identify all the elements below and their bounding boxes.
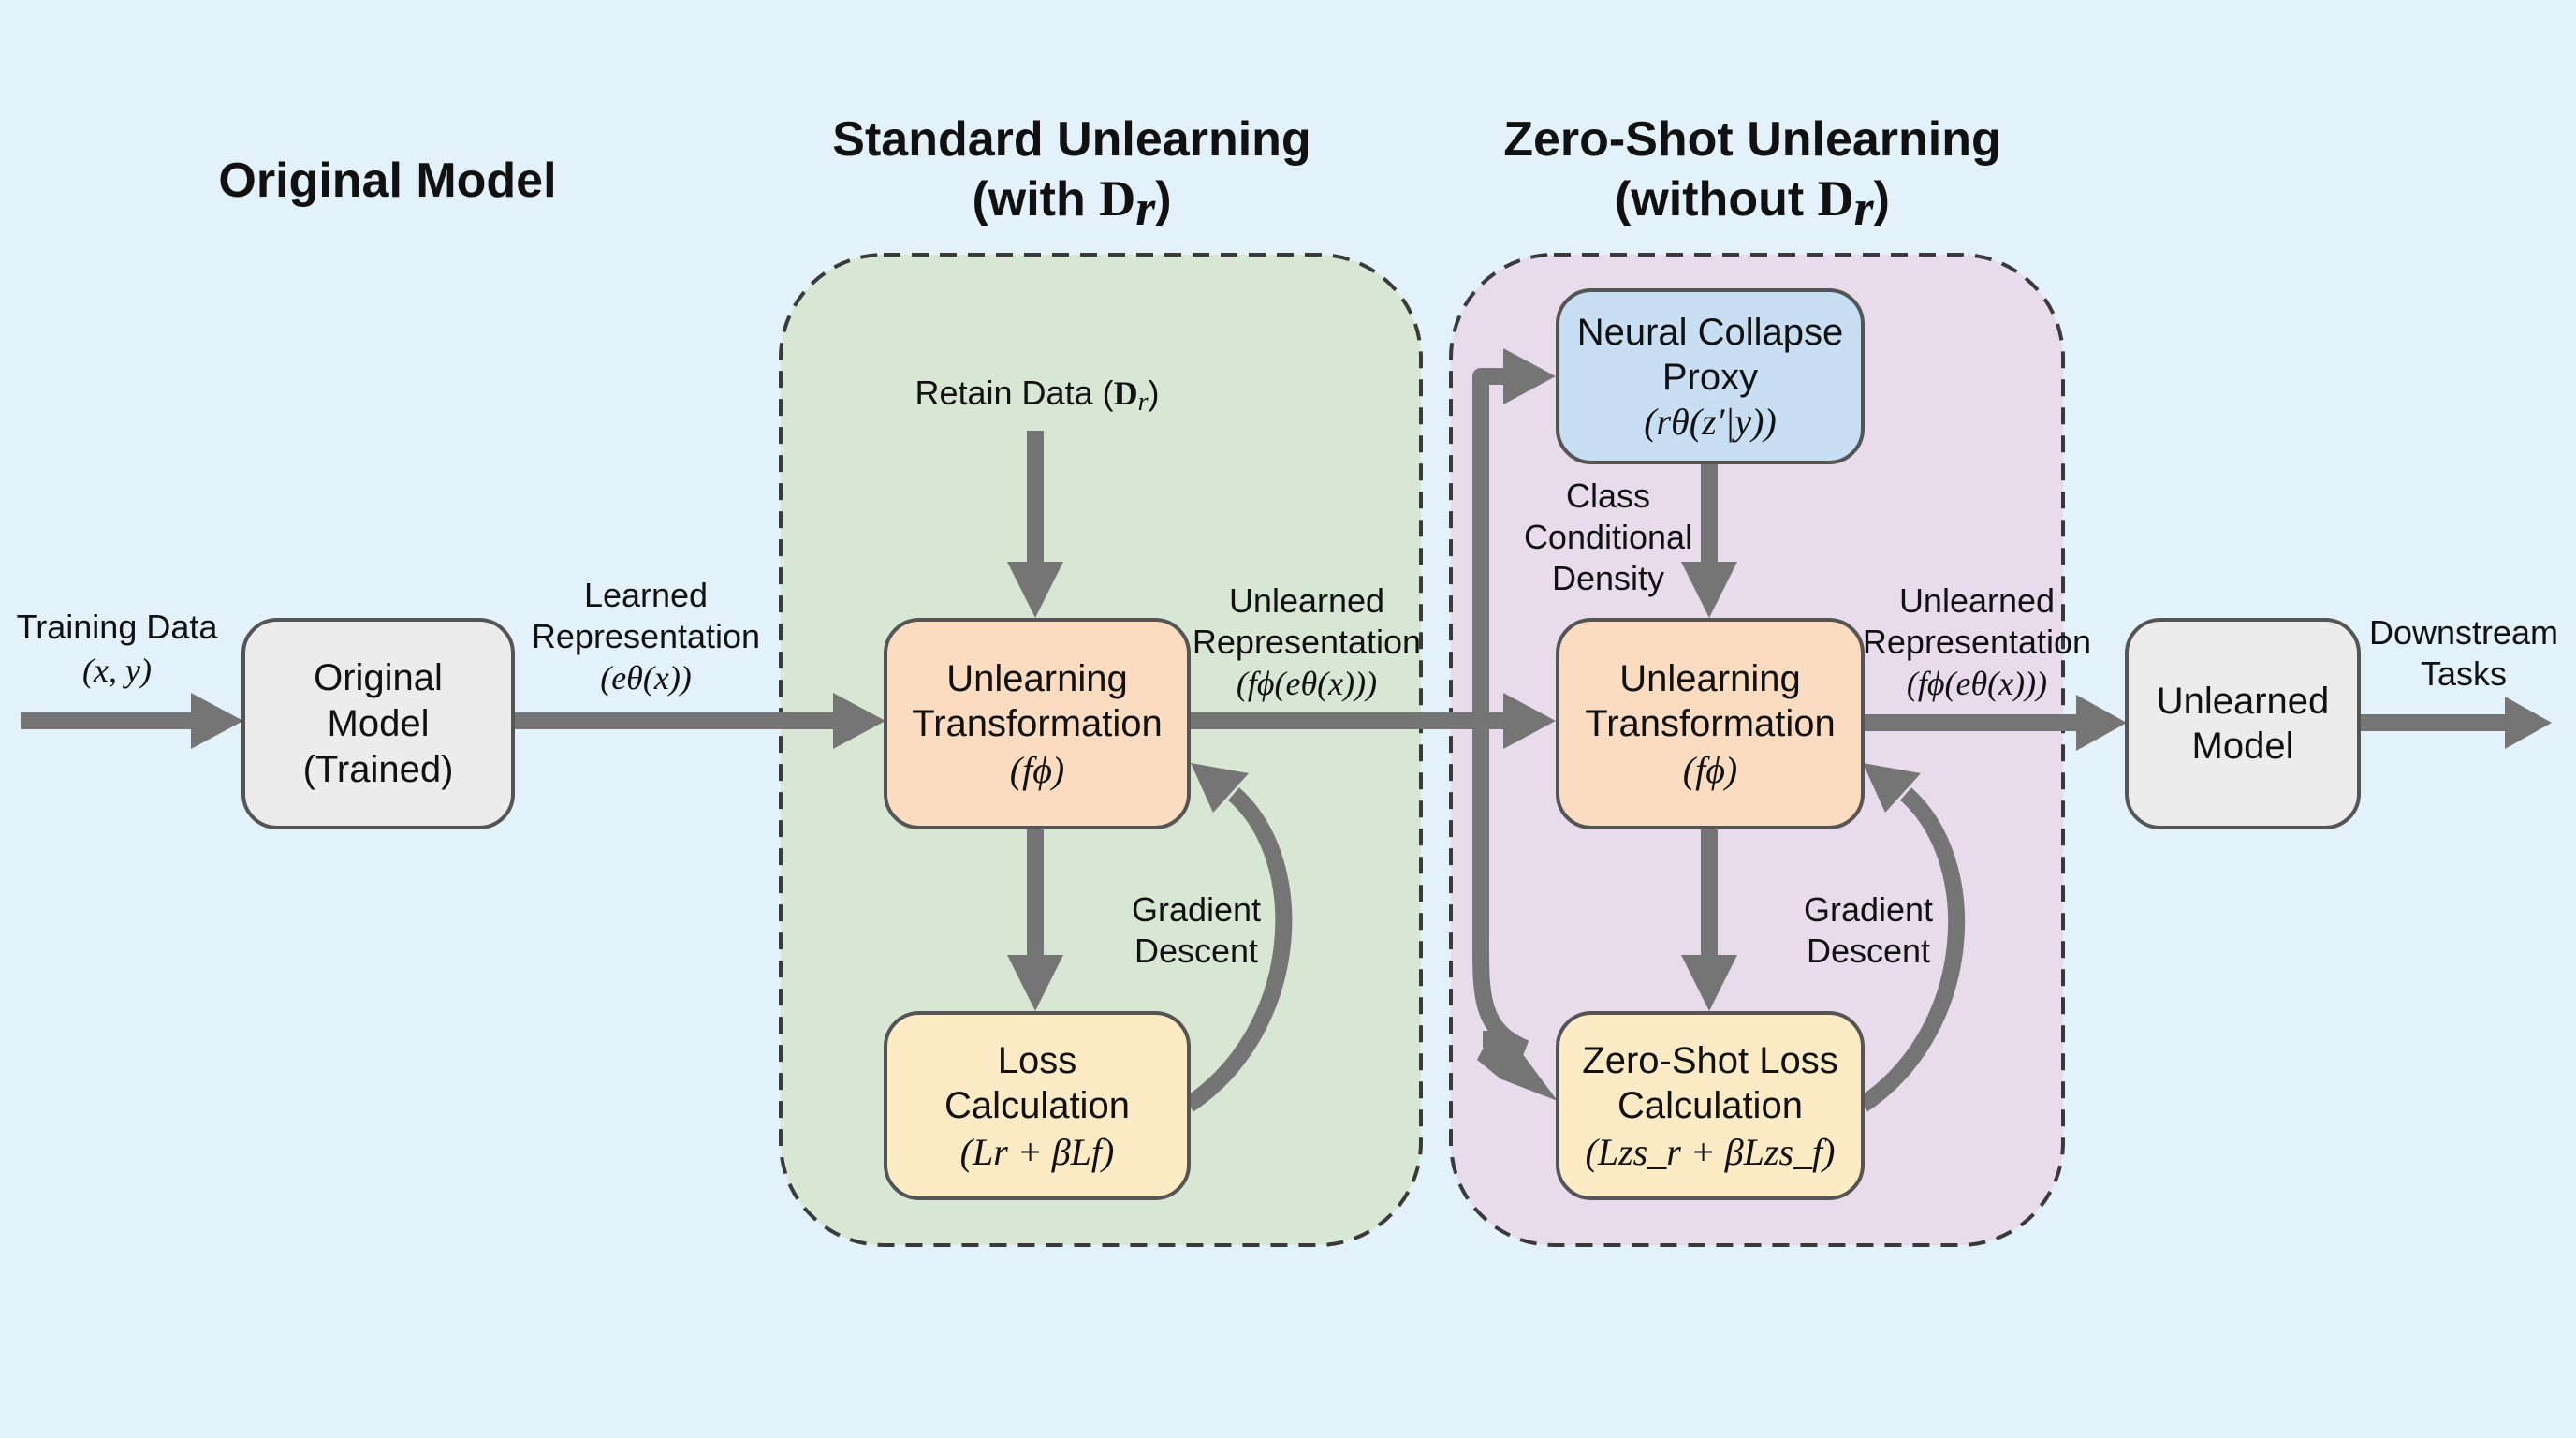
loss-zs-math: (Lzs_r + βLzs_f) [1586, 1131, 1836, 1173]
retain-data-text: Retain Data (Dr) [915, 374, 1159, 417]
arrow-original-to-unlearn-std [513, 693, 886, 749]
unlearned-rep-std-line2: Representation [1193, 623, 1421, 661]
unlearned-representation-zs-label: Unlearned Representation (fϕ(eθ(x))) [1863, 581, 2091, 702]
gradient-zs-line2: Descent [1807, 932, 1930, 970]
arrow-proxy-to-unlearn-zs [1681, 462, 1737, 618]
arrow-branch-to-proxy-and-loss [1471, 348, 1558, 1101]
class-cond-line3: Density [1552, 559, 1664, 597]
gradient-std-line2: Descent [1134, 932, 1258, 970]
arrow-gradient-descent-std [1184, 763, 1293, 1112]
loss-std-math: (Lr + βLf) [960, 1131, 1115, 1173]
original-model-line2: Model [328, 703, 430, 744]
unlearned-rep-std-math: (fϕ(eθ(x))) [1237, 665, 1377, 702]
standard-title-line1: Standard Unlearning [832, 112, 1310, 167]
loss-std-line2: Calculation [944, 1085, 1130, 1126]
arrow-gradient-descent-zs [1858, 763, 1966, 1112]
arrow-unlearn-zs-to-unlearned-model [1863, 695, 2127, 751]
nc-proxy-math: (rθ(z′|y)) [1644, 401, 1777, 443]
unlearn-zs-line2: Transformation [1585, 703, 1836, 744]
loss-zs-line2: Calculation [1617, 1085, 1803, 1126]
zeroshot-title-suffix: ) [1874, 172, 1890, 227]
downstream-line1: Downstream [2369, 613, 2558, 652]
learned-rep-line2: Representation [532, 617, 760, 655]
retain-data-suffix: ) [1149, 374, 1160, 412]
retain-data-label: Retain Data (Dr) [915, 374, 1159, 417]
standard-title-line2: (with Dr) [972, 170, 1171, 236]
unlearning-transformation-zs-box[interactable]: Unlearning Transformation (fϕ) [1556, 618, 1865, 829]
unlearning-transformation-std-box[interactable]: Unlearning Transformation (fϕ) [884, 618, 1191, 829]
zeroshot-title-sub: r [1854, 180, 1875, 236]
unlearn-std-line2: Transformation [912, 703, 1163, 744]
gradient-descent-std-label: Gradient Descent [1132, 890, 1261, 970]
downstream-line2: Tasks [2421, 654, 2507, 693]
standard-title-sub: r [1135, 180, 1156, 236]
unlearned-model-line1: Unlearned [2157, 681, 2330, 722]
unlearned-rep-zs-math: (fϕ(eθ(x))) [1907, 665, 2047, 702]
original-model-line1: Original [314, 657, 443, 698]
loss-zs-line1: Zero-Shot Loss [1582, 1040, 1837, 1081]
retain-data-sub: r [1138, 388, 1149, 417]
original-model-title: Original Model [218, 154, 556, 208]
unlearned-model-box[interactable]: Unlearned Model [2125, 618, 2361, 829]
unlearned-rep-std-line1: Unlearned [1229, 581, 1384, 620]
gradient-zs-line1: Gradient [1804, 890, 1933, 929]
loss-calculation-std-box[interactable]: Loss Calculation (Lr + βLf) [884, 1011, 1191, 1200]
unlearned-model-line2: Model [2192, 726, 2294, 767]
zeroshot-title-math: D [1818, 170, 1854, 227]
loss-std-line1: Loss [998, 1040, 1077, 1081]
class-conditional-density-label: Class Conditional Density [1524, 477, 1692, 597]
downstream-tasks-label: Downstream Tasks [2369, 613, 2558, 693]
unlearn-zs-math: (fϕ) [1683, 749, 1737, 791]
zeroshot-title-prefix: (without [1615, 172, 1818, 227]
arrow-training-to-original [21, 693, 243, 749]
learned-rep-line1: Learned [584, 576, 708, 614]
arrow-retain-to-unlearn-std [1007, 431, 1063, 618]
arrow-unlearn-to-loss-zs [1681, 828, 1737, 1011]
unlearn-std-line1: Unlearning [946, 658, 1127, 699]
nc-proxy-line2: Proxy [1662, 357, 1758, 398]
retain-data-math: D [1114, 374, 1138, 412]
learned-representation-label: Learned Representation (eθ(x)) [532, 576, 760, 697]
learned-rep-math: (eθ(x)) [600, 659, 692, 697]
zeroshot-unlearning-title: Zero-Shot Unlearning (without Dr) [1503, 112, 2001, 236]
original-model-line3: (Trained) [303, 749, 454, 790]
training-data-math: (x, y) [82, 652, 152, 689]
arrow-unlearn-std-to-unlearn-zs [1189, 693, 1556, 749]
neural-collapse-proxy-box[interactable]: Neural Collapse Proxy (rθ(z′|y)) [1556, 288, 1865, 464]
training-data-text: Training Data [17, 608, 219, 646]
arrow-to-downstream [2359, 697, 2552, 749]
gradient-descent-zs-label: Gradient Descent [1804, 890, 1933, 970]
standard-unlearning-title: Standard Unlearning (with Dr) [832, 112, 1310, 236]
unlearned-representation-std-label: Unlearned Representation (fϕ(eθ(x))) [1193, 581, 1421, 702]
class-cond-line2: Conditional [1524, 518, 1692, 556]
arrow-unlearn-to-loss-std [1007, 828, 1063, 1011]
unlearn-zs-line1: Unlearning [1619, 658, 1800, 699]
zeroshot-title-line2: (without Dr) [1615, 170, 1890, 236]
unlearned-rep-zs-line1: Unlearned [1899, 581, 2055, 620]
zeroshot-loss-calculation-box[interactable]: Zero-Shot Loss Calculation (Lzs_r + βLzs… [1556, 1011, 1865, 1200]
training-data-label: Training Data (x, y) [17, 608, 219, 689]
original-model-box[interactable]: Original Model (Trained) [242, 618, 515, 829]
unlearned-rep-zs-line2: Representation [1863, 623, 2091, 661]
gradient-std-line1: Gradient [1132, 890, 1261, 929]
retain-data-prefix: Retain Data ( [915, 374, 1113, 412]
nc-proxy-line1: Neural Collapse [1577, 312, 1844, 353]
standard-title-suffix: ) [1155, 172, 1171, 227]
zeroshot-title-line1: Zero-Shot Unlearning [1503, 112, 2001, 167]
standard-title-prefix: (with [972, 172, 1099, 227]
class-cond-line1: Class [1566, 477, 1650, 515]
unlearn-std-math: (fϕ) [1010, 749, 1064, 791]
standard-title-math: D [1099, 170, 1135, 227]
